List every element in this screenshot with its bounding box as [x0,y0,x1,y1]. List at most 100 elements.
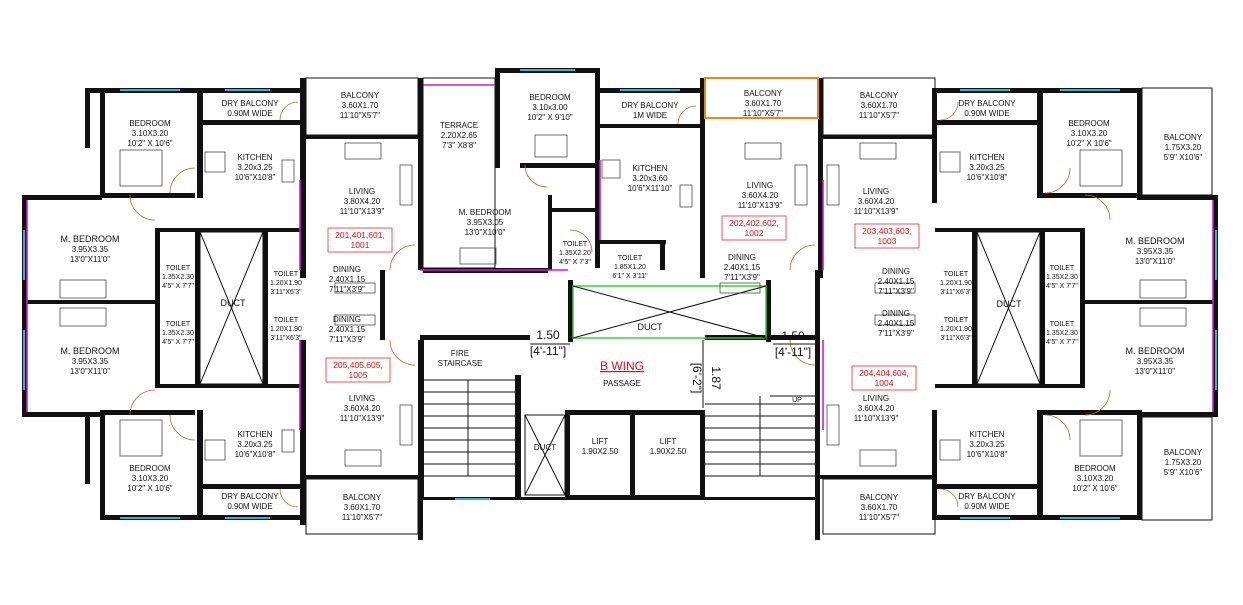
svg-text:3.80X4.20: 3.80X4.20 [344,197,381,206]
svg-text:TOILET: TOILET [1050,321,1075,328]
svg-text:3.60X1.70: 3.60X1.70 [342,101,379,110]
svg-text:3.95X3.35: 3.95X3.35 [72,245,109,254]
up-label: UP [792,397,802,404]
svg-text:2.40X1.15: 2.40X1.15 [329,275,366,284]
svg-text:2.40X1.15: 2.40X1.15 [878,277,915,286]
svg-text:5'9" X10'6": 5'9" X10'6" [1164,468,1203,477]
unit-number-205: 205,405,605, [333,360,383,370]
unit-number-box [325,357,391,383]
svg-text:10'2" X 10'6": 10'2" X 10'6" [127,139,172,148]
svg-text:DRY BALCONY: DRY BALCONY [958,492,1016,501]
svg-text:10'2" X 10'6": 10'2" X 10'6" [1072,484,1117,493]
svg-text:[4'-11"]: [4'-11"] [530,344,566,358]
furniture [59,134,1187,467]
svg-text:3.10X3.20: 3.10X3.20 [1077,474,1114,483]
svg-text:11'10"X13'9": 11'10"X13'9" [340,207,385,216]
m-bedroom-label: M. BEDROOM [60,234,119,244]
svg-text:M. BEDROOM: M. BEDROOM [60,346,119,356]
svg-text:1.50: 1.50 [536,328,560,342]
svg-text:3'11"X6'3": 3'11"X6'3" [940,289,972,296]
dining-label: DINING [333,265,361,274]
staircase-right-treads [705,395,815,477]
svg-text:10'2" X 10'6": 10'2" X 10'6" [127,484,172,493]
svg-text:10'6"X11'10": 10'6"X11'10" [628,184,673,193]
svg-text:1005: 1005 [349,370,368,380]
svg-text:3.20x3.60: 3.20x3.60 [632,174,668,183]
unit-number-202: 202,402,602, [729,218,779,228]
svg-text:3.10X3.20: 3.10X3.20 [132,474,169,483]
svg-text:7'3" X8'8": 7'3" X8'8" [442,141,476,150]
svg-text:BALCONY: BALCONY [1164,133,1203,142]
svg-text:11'10"X5'7": 11'10"X5'7" [859,513,899,522]
svg-text:3.60X1.70: 3.60X1.70 [861,101,898,110]
svg-text:UP: UP [792,397,802,404]
svg-text:TOILET: TOILET [166,321,191,328]
svg-text:11'10"X13'9": 11'10"X13'9" [340,414,385,423]
svg-text:[6'-2"]: [6'-2"] [690,363,704,394]
svg-text:10'6"X10'8": 10'6"X10'8" [967,450,1008,459]
svg-text:3.20x3.25: 3.20x3.25 [237,440,273,449]
unit-number-203: 203,403,603, [862,226,912,236]
svg-text:6'1" X 3'11": 6'1" X 3'11" [612,273,648,280]
svg-text:1.90X2.50: 1.90X2.50 [582,447,619,456]
svg-text:BALCONY: BALCONY [744,89,783,98]
svg-text:DUCT: DUCT [534,443,556,452]
svg-text:PASSAGE: PASSAGE [603,379,641,388]
svg-text:1.20X1.90: 1.20X1.90 [940,280,972,287]
svg-text:1.35X2.30: 1.35X2.30 [1046,330,1078,337]
toilet-label: TOILET [166,265,191,272]
svg-text:BEDROOM: BEDROOM [129,119,171,128]
svg-text:11'10"X5'7": 11'10"X5'7" [342,513,382,522]
svg-text:DINING: DINING [882,267,910,276]
svg-text:LIVING: LIVING [349,394,375,403]
passage-width-left: 1.50 [536,328,560,342]
svg-text:3.60X4.20: 3.60X4.20 [858,404,895,413]
svg-text:BEDROOM: BEDROOM [1068,119,1110,128]
dry-balcony-label: DRY BALCONY [221,99,279,108]
svg-text:DUCT: DUCT [638,322,663,332]
svg-text:BALCONY: BALCONY [341,91,380,100]
unit-number-box [721,215,787,241]
svg-text:3.60X1.70: 3.60X1.70 [861,503,898,512]
svg-text:1001: 1001 [351,240,370,250]
svg-text:3.20x3.25: 3.20x3.25 [969,163,1005,172]
svg-text:4'5" X 7'7": 4'5" X 7'7" [162,283,194,290]
svg-text:LIVING: LIVING [863,394,889,403]
svg-text:2.40X1.15: 2.40X1.15 [329,325,366,334]
living-label: LIVING [349,187,375,196]
svg-text:BALCONY: BALCONY [1164,448,1203,457]
svg-text:3'11"X6'3": 3'11"X6'3" [270,289,302,296]
fire-staircase-label: FIRE [451,349,469,358]
svg-text:0.90M WIDE: 0.90M WIDE [227,109,272,118]
magenta-edges [26,84,1214,430]
svg-text:DUCT: DUCT [997,299,1022,309]
svg-text:DINING: DINING [882,309,910,318]
svg-text:2.40X1.15: 2.40X1.15 [878,319,915,328]
svg-text:0.90M WIDE: 0.90M WIDE [964,502,1009,511]
svg-text:0.90M WIDE: 0.90M WIDE [964,109,1009,118]
svg-text:TOILET: TOILET [274,317,299,324]
svg-text:KITCHEN: KITCHEN [237,430,272,439]
svg-text:11'10"X5'7": 11'10"X5'7" [859,111,899,120]
svg-text:13'0"X11'0": 13'0"X11'0" [70,367,110,376]
svg-text:1002: 1002 [745,228,764,238]
svg-text:11'10"X5'7": 11'10"X5'7" [340,111,380,120]
svg-text:4'5" X 7'7": 4'5" X 7'7" [1046,339,1078,346]
svg-text:2.40X1.15: 2.40X1.15 [724,263,761,272]
svg-text:DINING: DINING [333,265,361,274]
svg-text:204,404,604,: 204,404,604, [859,368,909,378]
svg-text:1.35X2.20: 1.35X2.20 [559,250,591,257]
svg-text:3.95X3.05: 3.95X3.05 [467,218,504,227]
svg-text:TERRACE: TERRACE [440,121,478,130]
svg-text:LIVING: LIVING [747,181,773,190]
svg-text:13'0"X11'0": 13'0"X11'0" [1135,367,1175,376]
svg-text:DRY BALCONY: DRY BALCONY [221,99,279,108]
svg-text:2.20X2.65: 2.20X2.65 [441,131,478,140]
svg-text:7'11"X3'9": 7'11"X3'9" [724,273,760,282]
svg-text:3.60X4.20: 3.60X4.20 [858,197,895,206]
svg-text:10'2" X 10'6": 10'2" X 10'6" [1066,139,1111,148]
svg-text:LIFT: LIFT [592,437,609,446]
svg-text:TOILET: TOILET [563,241,588,248]
terrace-label: TERRACE [440,121,478,130]
